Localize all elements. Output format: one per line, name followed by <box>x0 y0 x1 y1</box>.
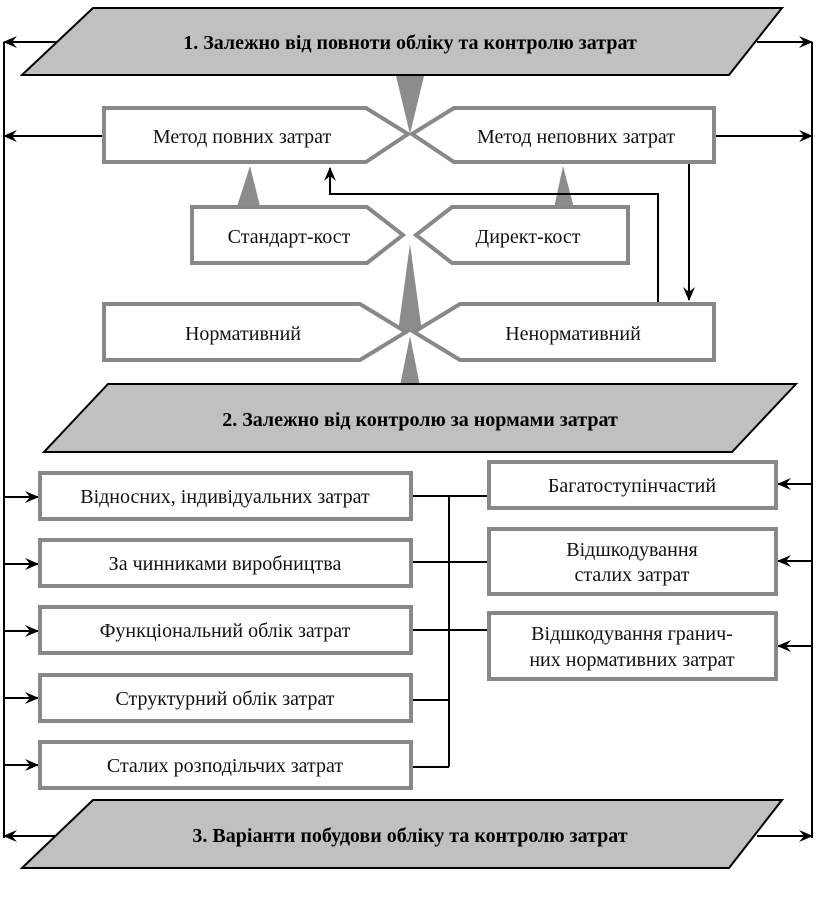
full-cost-box: Метод повних затрат <box>102 106 412 164</box>
svg-text:Відносних, індивідуальних затр: Відносних, індивідуальних затрат <box>80 486 370 508</box>
header-2-text: 2. Залежно від контролю за нормами затра… <box>222 409 618 431</box>
header-2: 2. Залежно від контролю за нормами затра… <box>41 383 799 453</box>
direct-cost-box: Директ-кост <box>412 205 630 265</box>
normative-box: Нормативний <box>102 302 410 362</box>
central-bus <box>413 495 489 768</box>
svg-text:Відшкодування: Відшкодування <box>566 539 697 561</box>
wedge-norm-to-h2 <box>400 336 420 386</box>
left-boxes: Відносних, індивідуальних затрат За чинн… <box>38 471 413 790</box>
header-3-text: 3. Варіанти побудови обліку та контролю … <box>192 825 627 847</box>
non-normative-to-full-cost-arrow <box>324 167 659 302</box>
left-box-structural-accounting: Структурний облік затрат <box>38 673 413 723</box>
right-arrows <box>777 478 812 652</box>
svg-text:Метод повних затрат: Метод повних затрат <box>153 126 332 148</box>
svg-text:За чинниками виробництва: За чинниками виробництва <box>109 553 342 575</box>
left-box-fixed-distribution: Сталих розподільчих затрат <box>38 740 413 790</box>
left-box-relative-costs: Відносних, індивідуальних затрат <box>38 471 413 521</box>
svg-text:Директ-кост: Директ-кост <box>476 226 581 248</box>
right-box-marginal-recovery: Відшкодування гранич- них нормативних за… <box>487 611 778 681</box>
right-box-fixed-recovery: Відшкодування сталих затрат <box>487 527 778 596</box>
standard-cost-box: Стандарт-кост <box>190 205 407 265</box>
svg-text:них нормативних затрат: них нормативних затрат <box>529 649 735 671</box>
non-normative-box: Ненормативний <box>410 302 716 362</box>
left-box-functional-accounting: Функціональний облік затрат <box>38 605 413 655</box>
svg-text:Ненормативний: Ненормативний <box>505 323 641 345</box>
header-3: 3. Варіанти побудови обліку та контролю … <box>19 799 785 869</box>
svg-text:Метод неповних затрат: Метод неповних затрат <box>477 126 675 148</box>
header-1-text: 1. Залежно від повноти обліку та контрол… <box>183 32 637 54</box>
svg-text:Структурний облік затрат: Структурний облік затрат <box>115 688 334 710</box>
svg-text:Нормативний: Нормативний <box>185 323 301 345</box>
svg-text:Багатоступінчастий: Багатоступінчастий <box>548 475 716 497</box>
right-box-multistage: Багатоступінчастий <box>487 460 778 510</box>
wedge-h1-to-methods <box>396 76 424 134</box>
wedge-direct-standard-to-norm <box>398 244 422 332</box>
header-1: 1. Залежно від повноти обліку та контрол… <box>19 7 785 76</box>
svg-text:Відшкодування гранич-: Відшкодування гранич- <box>531 623 733 645</box>
right-boxes: Багатоступінчастий Відшкодування сталих … <box>487 460 778 681</box>
left-box-production-factors: За чинниками виробництва <box>38 538 413 588</box>
svg-text:Функціональний облік затрат: Функціональний облік затрат <box>100 620 351 642</box>
wedge-direct-to-partial <box>554 166 574 208</box>
partial-cost-box: Метод неповних затрат <box>408 106 716 164</box>
left-arrows <box>4 491 39 771</box>
svg-text:Стандарт-кост: Стандарт-кост <box>228 226 351 248</box>
svg-text:Сталих розподільчих затрат: Сталих розподільчих затрат <box>107 755 344 777</box>
svg-text:сталих затрат: сталих затрат <box>575 564 690 586</box>
